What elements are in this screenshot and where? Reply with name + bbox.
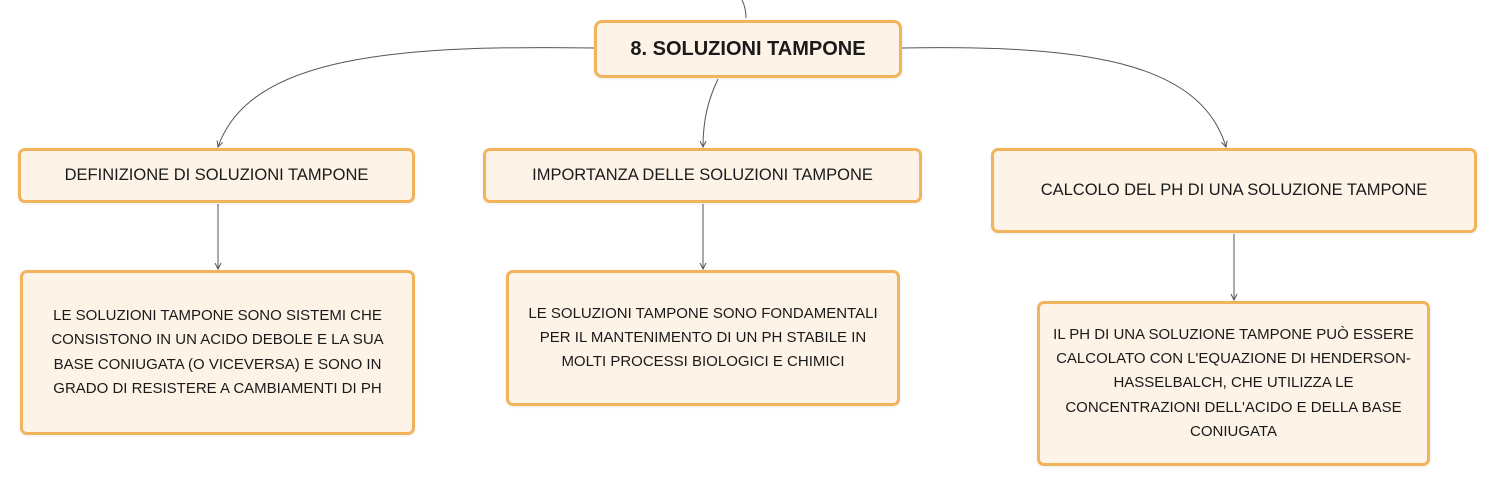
connector-root-to-calcolo — [901, 47, 1226, 147]
topic-definizione-label: DEFINIZIONE DI SOLUZIONI TAMPONE — [64, 165, 369, 184]
subtopic-calcolo-text: IL PH DI UNA SOLUZIONE TAMPONE PUÒ ESSER… — [1053, 325, 1414, 440]
connector-root-to-definizione — [218, 47, 595, 147]
topic-importanza-label: IMPORTANZA DELLE SOLUZIONI TAMPONE — [532, 165, 873, 184]
topic-calcolo[interactable]: CALCOLO DEL PH DI UNA SOLUZIONE TAMPONE — [991, 148, 1477, 233]
root-topic-label: 8. SOLUZIONI TAMPONE — [630, 37, 866, 60]
subtopic-importanza-text: LE SOLUZIONI TAMPONE SONO FONDAMENTALI P… — [528, 304, 878, 371]
connector-parent-to-root — [741, 0, 747, 19]
subtopic-definizione-text: LE SOLUZIONI TAMPONE SONO SISTEMI CHE CO… — [51, 306, 384, 397]
connector-root-to-importanza — [703, 78, 719, 147]
subtopic-definizione-detail[interactable]: LE SOLUZIONI TAMPONE SONO SISTEMI CHE CO… — [20, 270, 415, 435]
topic-definizione[interactable]: DEFINIZIONE DI SOLUZIONI TAMPONE — [18, 148, 415, 203]
root-topic-node[interactable]: 8. SOLUZIONI TAMPONE — [594, 20, 902, 78]
subtopic-calcolo-detail[interactable]: IL PH DI UNA SOLUZIONE TAMPONE PUÒ ESSER… — [1037, 301, 1430, 466]
topic-importanza[interactable]: IMPORTANZA DELLE SOLUZIONI TAMPONE — [483, 148, 922, 203]
topic-calcolo-label: CALCOLO DEL PH DI UNA SOLUZIONE TAMPONE — [1040, 180, 1428, 199]
subtopic-importanza-detail[interactable]: LE SOLUZIONI TAMPONE SONO FONDAMENTALI P… — [506, 270, 900, 406]
